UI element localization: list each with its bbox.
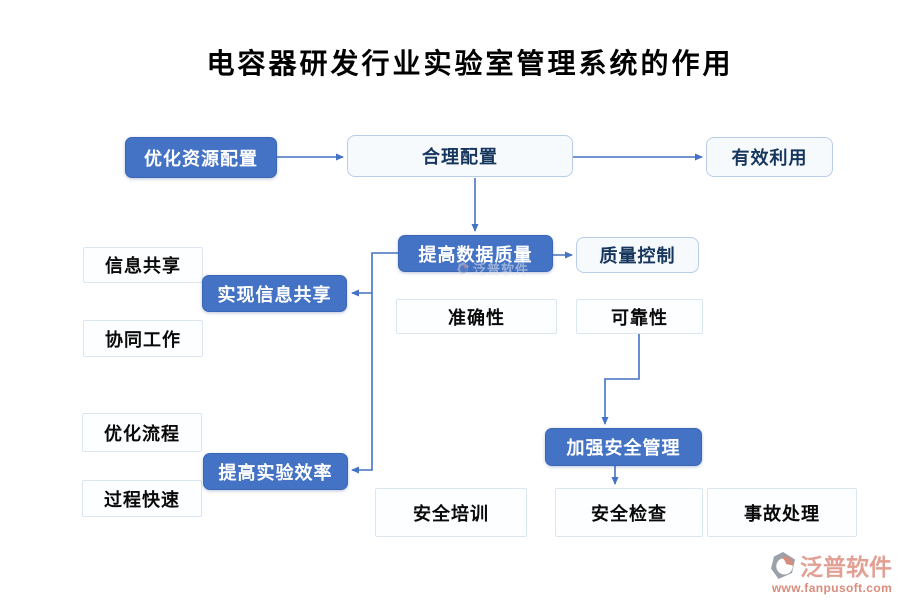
fanpu-logo-icon (771, 551, 795, 579)
node-strengthen-safety: 加强安全管理 (545, 428, 702, 466)
node-effective-use: 有效利用 (706, 137, 833, 177)
node-safety-inspection: 安全检查 (555, 488, 703, 537)
center-watermark: 泛普软件 (456, 259, 529, 278)
node-quality-control: 质量控制 (576, 237, 699, 273)
node-accuracy: 准确性 (396, 299, 557, 334)
node-collaboration: 协同工作 (83, 320, 203, 357)
node-reasonable-config: 合理配置 (347, 135, 573, 177)
node-safety-training: 安全培训 (375, 488, 527, 537)
node-optimize-resources: 优化资源配置 (125, 137, 277, 178)
node-improve-data-quality: 提高数据质量 (398, 235, 553, 272)
connector-reliability-to-safety (601, 334, 640, 425)
node-realize-info-sharing: 实现信息共享 (202, 275, 347, 312)
node-reliability: 可靠性 (576, 299, 703, 334)
connector-dataquality-trunk-to-efficiency (351, 252, 398, 474)
footer-watermark: 泛普软件 www.fanpusoft.com (768, 548, 896, 595)
fanpu-logo-icon (457, 262, 469, 275)
node-optimize-process: 优化流程 (82, 413, 202, 452)
footer-watermark-url: www.fanpusoft.com (771, 581, 893, 595)
node-accident-handling: 事故处理 (707, 488, 857, 537)
node-improve-efficiency: 提高实验效率 (203, 453, 348, 490)
footer-watermark-brand: 泛普软件 (800, 554, 892, 580)
node-fast-process: 过程快速 (82, 480, 202, 517)
node-info-sharing: 信息共享 (83, 247, 203, 283)
center-watermark-brand: 泛普软件 (473, 262, 530, 277)
page-title: 电容器研发行业实验室管理系统的作用 (206, 48, 734, 79)
